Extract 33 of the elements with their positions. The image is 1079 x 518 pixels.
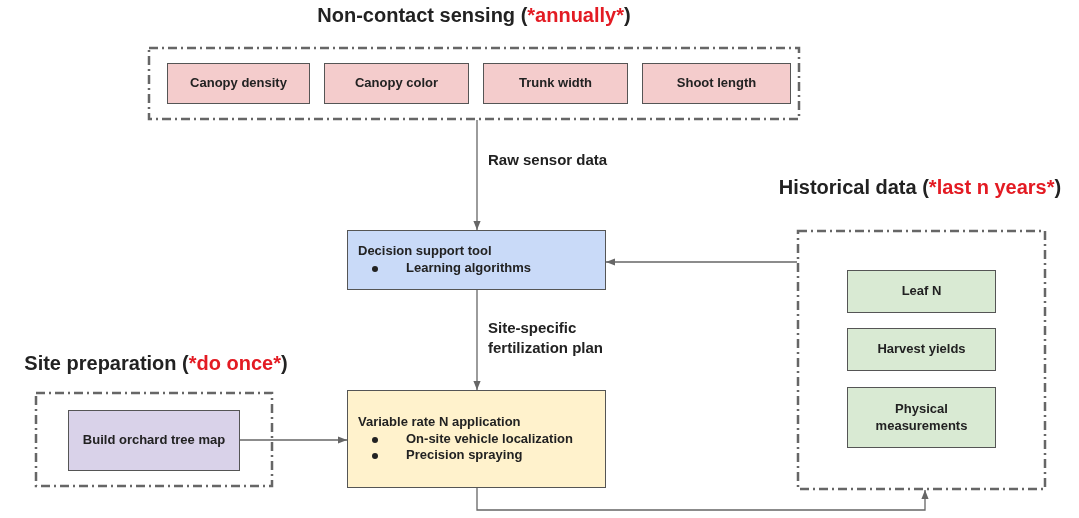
box-text: Trunk width bbox=[519, 75, 592, 92]
arrow bbox=[473, 119, 481, 231]
process-box bbox=[167, 63, 310, 104]
arrow bbox=[476, 487, 929, 511]
process-box bbox=[483, 63, 628, 104]
group-heading: Historical data (*last n years*) bbox=[777, 176, 1063, 199]
arrow bbox=[239, 436, 348, 444]
box-text: Shoot length bbox=[676, 75, 757, 92]
bullet-item: Learning algorithms bbox=[406, 260, 531, 277]
box-text: Canopy density bbox=[190, 75, 287, 92]
box-text: Harvest yields bbox=[877, 341, 966, 358]
edge-label: Raw sensor data bbox=[488, 150, 609, 170]
group-heading: Site preparation (*do once*) bbox=[23, 352, 289, 375]
bullet-item: On-site vehicle localization bbox=[406, 430, 573, 448]
process-box bbox=[347, 390, 606, 488]
group-heading: Non-contact sensing (*annually*) bbox=[316, 4, 632, 27]
box-text: Build orchard tree map bbox=[82, 432, 226, 449]
process-box bbox=[847, 387, 996, 448]
arrow bbox=[473, 289, 481, 391]
bullet-item: Precision spraying bbox=[406, 447, 523, 465]
box-text: Physical measurements bbox=[874, 400, 969, 435]
process-box bbox=[68, 410, 240, 471]
process-box bbox=[324, 63, 469, 104]
process-box bbox=[642, 63, 791, 104]
box-text: Leaf N bbox=[901, 283, 942, 300]
arrow bbox=[605, 258, 798, 266]
process-box bbox=[847, 270, 996, 313]
box-title: Variable rate N application bbox=[358, 413, 521, 431]
box-text: Canopy color bbox=[354, 75, 439, 92]
process-box bbox=[347, 230, 606, 290]
box-title: Decision support tool bbox=[358, 243, 492, 260]
process-box bbox=[847, 328, 996, 371]
edge-label: Site-specific fertilization plan bbox=[488, 318, 604, 357]
